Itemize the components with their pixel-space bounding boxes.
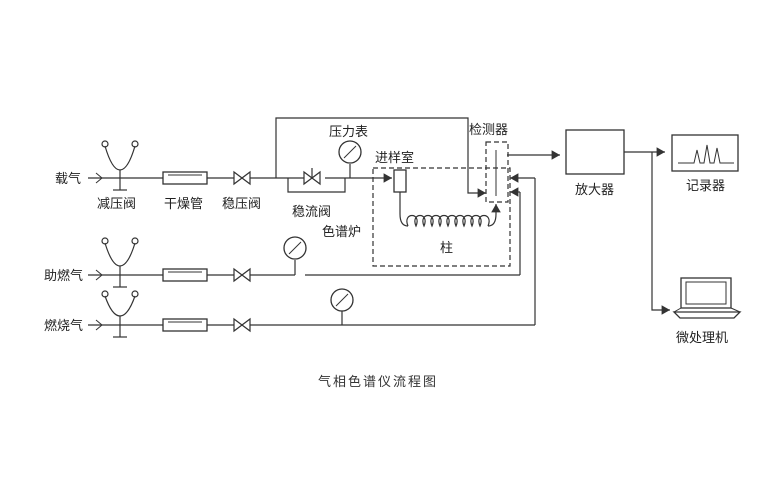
column-coil bbox=[399, 204, 501, 228]
pressure-gauges bbox=[283, 140, 362, 325]
pressure-gauge-fuel bbox=[330, 288, 354, 325]
flow-stabilizing-valve-label: 稳流阀 bbox=[292, 204, 331, 220]
pressure-reducing-valve-label: 减压阀 bbox=[97, 197, 136, 212]
detector bbox=[485, 141, 509, 203]
fuel-gas-label: 燃烧气 bbox=[44, 318, 83, 334]
diagram-caption: 气相色谱仪流程图 bbox=[318, 374, 438, 390]
amplifier-box bbox=[565, 129, 625, 175]
inlet-arrows bbox=[95, 172, 103, 331]
column-oven-label: 色谱炉 bbox=[322, 224, 361, 240]
amplifier-label: 放大器 bbox=[575, 183, 614, 198]
pressure-reducing-valve-carrier bbox=[101, 140, 139, 191]
carrier-gas-label: 载气 bbox=[55, 171, 81, 187]
microcomputer-label: 微处理机 bbox=[676, 331, 728, 346]
dryer-label: 干燥管 bbox=[164, 197, 203, 212]
recorder-label: 记录器 bbox=[686, 179, 725, 194]
pressure-gauge-carrier bbox=[338, 140, 362, 178]
pressure-reducing-valve-fuel bbox=[101, 290, 139, 338]
pressure-stabilizing-valve-label: 稳压阀 bbox=[222, 196, 261, 212]
stabilizing-valves bbox=[233, 168, 321, 333]
injection-chamber bbox=[393, 169, 407, 214]
injection-chamber-label: 进样室 bbox=[375, 150, 414, 166]
pressure-reducing-valve-aux bbox=[101, 237, 139, 288]
pressure-gauge-aux bbox=[283, 236, 307, 275]
laptop-icon bbox=[672, 277, 742, 319]
column-label: 柱 bbox=[440, 241, 453, 256]
pressure-gauge-label: 压力表 bbox=[329, 125, 368, 140]
detector-label: 检测器 bbox=[469, 123, 508, 138]
aux-gas-label: 助燃气 bbox=[44, 268, 83, 284]
dryer-tubes bbox=[162, 171, 208, 332]
recorder bbox=[671, 134, 739, 172]
column-oven-box bbox=[372, 167, 511, 267]
